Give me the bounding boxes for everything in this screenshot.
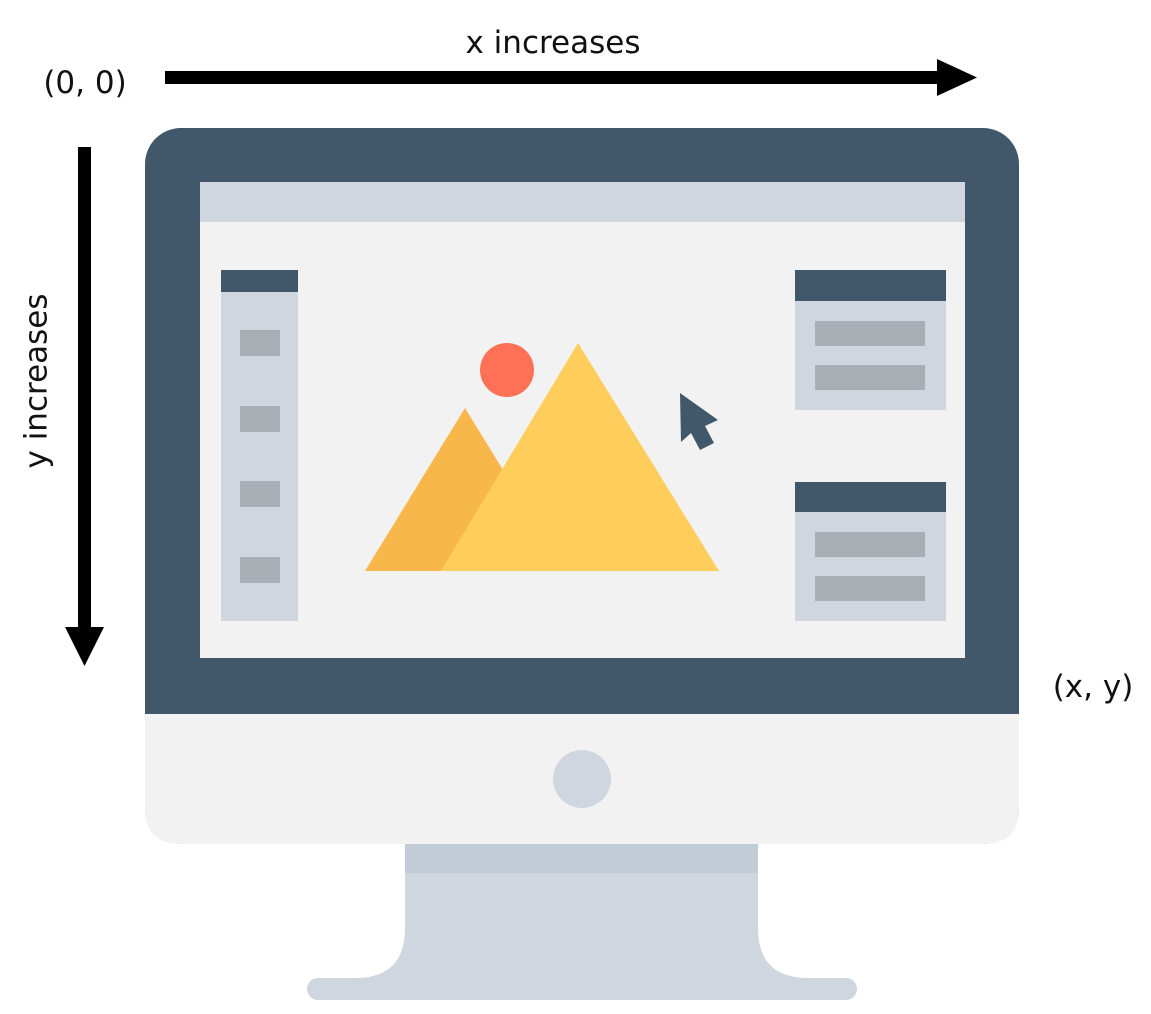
monitor xyxy=(145,128,1019,1000)
screen-title-bar xyxy=(200,182,965,222)
origin-label: (0, 0) xyxy=(43,65,126,101)
mouse-pointer-icon xyxy=(680,393,718,450)
x-axis-arrow xyxy=(165,59,977,96)
right-panel-bottom xyxy=(795,482,946,621)
monitor-stand xyxy=(307,840,857,1000)
sidebar-item xyxy=(240,330,280,356)
sidebar-item xyxy=(240,481,280,507)
power-button-icon xyxy=(553,750,611,808)
y-axis-arrow xyxy=(65,147,104,666)
sun-icon xyxy=(480,343,534,397)
left-sidebar-panel xyxy=(221,270,298,621)
mountain-front xyxy=(441,343,719,571)
x-axis-label: x increases xyxy=(465,25,640,61)
landscape-image-icon xyxy=(365,343,719,571)
sidebar-item xyxy=(240,406,280,432)
screen xyxy=(200,182,965,658)
point-label: (x, y) xyxy=(1053,669,1134,705)
panel-item xyxy=(815,321,925,346)
right-panel-top xyxy=(795,270,946,410)
panel-item xyxy=(815,365,925,390)
panel-item xyxy=(815,576,925,601)
sidebar-item xyxy=(240,557,280,583)
panel-item xyxy=(815,532,925,557)
y-axis-label: y increases xyxy=(19,293,55,468)
